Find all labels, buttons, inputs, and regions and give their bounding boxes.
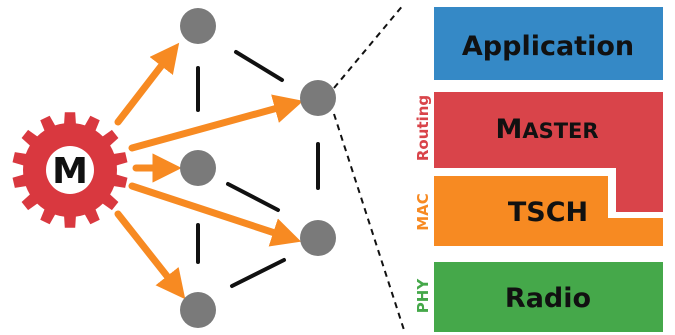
zoom-guide-upper: [333, 3, 405, 89]
node-bottom: [180, 292, 216, 328]
layer-application: [434, 7, 663, 80]
protocol-stack: Application MASTER TSCH Radio Routing MA…: [414, 7, 663, 332]
node-lowerright: [300, 220, 336, 256]
gear-center: [46, 146, 94, 194]
layer-mac-label: TSCH: [508, 197, 588, 228]
master-letter: M: [52, 151, 88, 192]
arrow-to-bottom-node: [114, 210, 186, 300]
master-gear-icon: M: [12, 112, 128, 228]
link-bottom-lowerright: [230, 258, 286, 288]
routing-label-initial: M: [495, 114, 522, 145]
arrow-to-lowerright-node: [128, 182, 302, 247]
layer-phy: [434, 262, 663, 332]
layer-phy-label: Radio: [505, 283, 591, 314]
layer-application-label: Application: [462, 31, 634, 62]
layer-routing: [434, 92, 663, 212]
mesh-nodes: [180, 8, 336, 328]
side-label-routing: Routing: [414, 95, 432, 161]
link-top-upperright: [234, 50, 284, 82]
zoom-guide-lower: [333, 113, 405, 331]
side-label-mac: MAC: [414, 193, 432, 231]
routing-label-rest: ASTER: [522, 119, 598, 143]
link-middle-lowerright: [226, 182, 280, 212]
master-arrows: [114, 42, 304, 300]
node-upperright: [300, 80, 336, 116]
node-top: [180, 8, 216, 44]
side-label-phy: PHY: [414, 278, 432, 314]
zoom-guides: [333, 3, 405, 331]
mesh-links: [196, 50, 320, 288]
node-middle: [180, 150, 216, 186]
layer-mac: [434, 176, 663, 246]
layer-routing-label: MASTER: [495, 114, 598, 145]
arrow-to-top-node: [114, 42, 180, 126]
arrow-to-upperright-node: [128, 94, 304, 152]
